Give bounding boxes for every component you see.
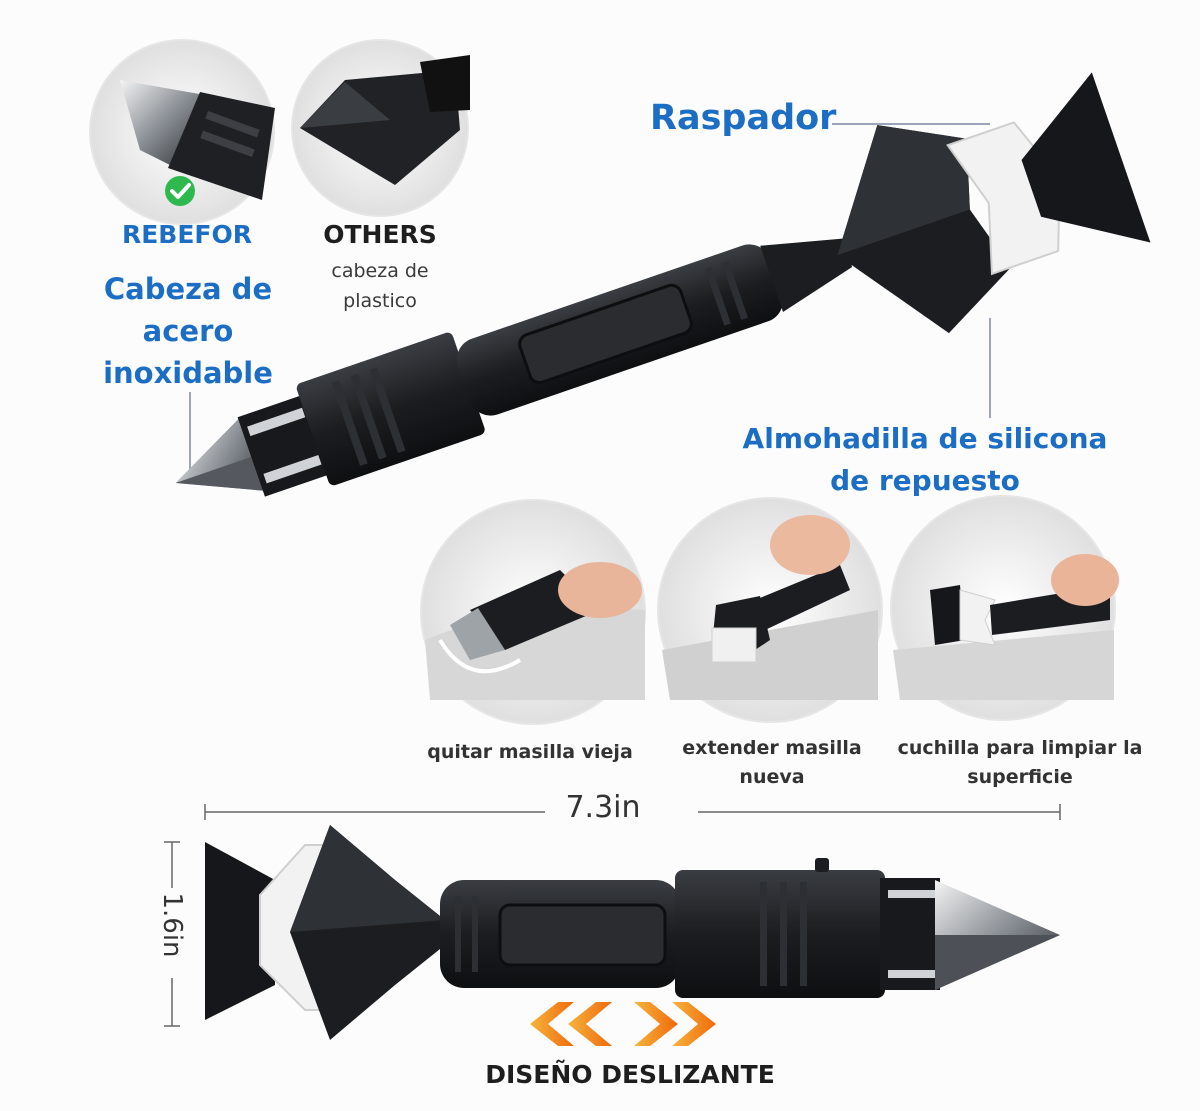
use-caption-3: cuchilla para limpiar la superficie	[897, 737, 1143, 788]
use-photo-1	[420, 499, 646, 725]
check-icon	[165, 176, 195, 206]
sliding-design-label: DISEÑO DESLIZANTE	[485, 1060, 775, 1089]
others-head-closeup	[291, 39, 470, 217]
leader-lines	[189, 123, 991, 480]
others-label: OTHERS	[323, 220, 437, 249]
double-chevron-right-icon	[634, 1002, 716, 1046]
main-tool	[175, 72, 1151, 497]
length-dimension-label: 7.3in	[565, 790, 641, 825]
height-dimension-line	[164, 841, 180, 1027]
use-caption-1: quitar masilla vieja	[427, 741, 633, 763]
use-caption-2: extender masilla nueva	[682, 737, 862, 788]
width-dimension-line	[204, 804, 1061, 820]
stainless-head-label: Cabeza de acero inoxidable	[103, 272, 273, 390]
silicone-pad-label: Almohadilla de silicona de repuesto	[742, 422, 1108, 497]
horizontal-tool	[205, 825, 1060, 1040]
rebefor-head-closeup	[89, 39, 275, 225]
rebefor-label: REBEFOR	[121, 220, 253, 249]
height-dimension-label: 1.6in	[157, 892, 187, 958]
double-chevron-left-icon	[530, 1002, 612, 1046]
scraper-label: Raspador	[650, 98, 837, 138]
use-photo-2	[657, 497, 883, 723]
others-subtitle: cabeza de plastico	[331, 260, 429, 312]
use-photo-3	[890, 495, 1119, 721]
